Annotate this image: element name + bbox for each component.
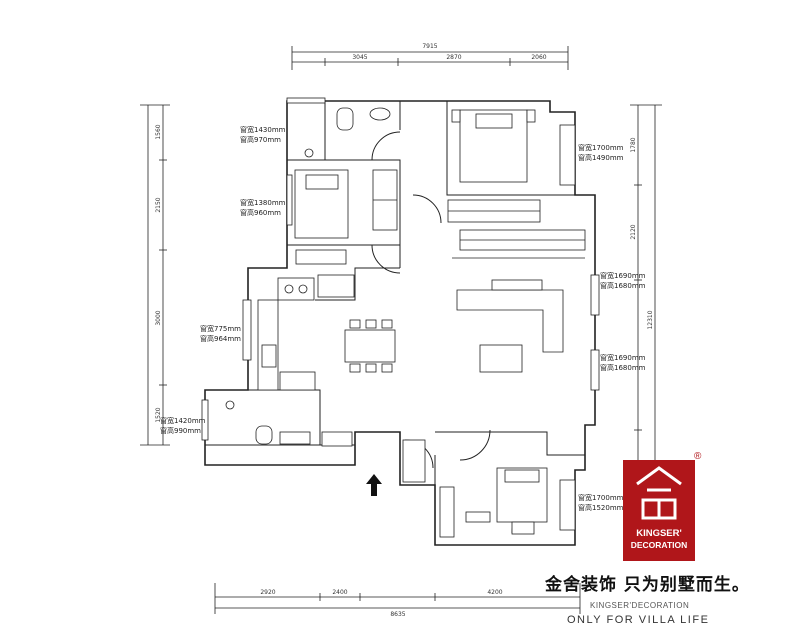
window-label-2: 窗宽1380mm 窗高960mm [240, 198, 286, 217]
toilet-top [336, 107, 354, 131]
dim-bottom-3: 4200 [487, 589, 502, 596]
svg-text:窗高1520mm: 窗高1520mm [578, 503, 624, 512]
registered-mark: ® [694, 451, 702, 462]
svg-text:窗高1490mm: 窗高1490mm [578, 153, 624, 162]
brand-logo: KINGSER' DECORATION [623, 460, 695, 561]
svg-text:窗宽1700mm: 窗宽1700mm [578, 143, 624, 152]
svg-text:窗宽1430mm: 窗宽1430mm [240, 125, 286, 134]
window-label-4: 窗宽1420mm 窗高990mm [160, 416, 206, 435]
fridge [317, 274, 355, 298]
logo-line1: KINGSER' [636, 528, 682, 539]
svg-text:窗高960mm: 窗高960mm [240, 208, 281, 217]
slogan-en-1: KINGSER'DECORATION [590, 601, 690, 610]
shower-bottom [225, 400, 235, 410]
sink-bottom [279, 431, 311, 445]
dim-top-2: 2870 [446, 54, 461, 61]
svg-text:窗高1680mm: 窗高1680mm [600, 281, 646, 290]
window-label-7: 窗宽1690mm 窗高1680mm [600, 353, 646, 372]
window-label-6: 窗宽1690mm 窗高1680mm [600, 271, 646, 290]
sink-top [369, 107, 391, 121]
svg-text:窗宽1380mm: 窗宽1380mm [240, 198, 286, 207]
svg-text:窗宽1420mm: 窗宽1420mm [160, 416, 206, 425]
coffee-table [479, 344, 523, 373]
dim-top-total: 7915 [422, 43, 437, 50]
slogan-en-2: ONLY FOR VILLA LIFE [567, 614, 710, 626]
dim-left-2: 2150 [155, 197, 162, 212]
window-label-8: 窗宽1700mm 窗高1520mm [578, 493, 624, 512]
toilet-bottom [255, 425, 273, 445]
svg-text:窗高990mm: 窗高990mm [160, 426, 201, 435]
svg-text:窗高1680mm: 窗高1680mm [600, 363, 646, 372]
svg-text:窗高970mm: 窗高970mm [240, 135, 281, 144]
logo-line2: DECORATION [630, 540, 688, 550]
logo-house-icon [636, 466, 682, 520]
dim-top-1: 3045 [352, 54, 367, 61]
svg-text:窗宽1700mm: 窗宽1700mm [578, 493, 624, 502]
dim-left-1: 1560 [155, 124, 162, 139]
dining-table [344, 329, 396, 363]
dim-bottom-1: 2920 [260, 589, 275, 596]
window-label-3: 窗宽775mm 窗高964mm [200, 324, 241, 343]
dim-right-total: 12310 [647, 310, 654, 329]
dim-right-1: 1780 [630, 137, 637, 152]
window-label-5: 窗宽1700mm 窗高1490mm [578, 143, 624, 162]
svg-text:窗宽1690mm: 窗宽1690mm [600, 271, 646, 280]
sofa [456, 289, 564, 353]
slogan-cn: 金舍装饰 只为别墅而生。 [545, 575, 750, 595]
svg-text:窗高964mm: 窗高964mm [200, 334, 241, 343]
dim-bottom-2: 2400 [332, 589, 347, 596]
wardrobe-bottom [402, 439, 426, 483]
dim-right-2: 2120 [630, 224, 637, 239]
dim-left-3: 3000 [155, 310, 162, 325]
dim-bottom-total: 8635 [390, 611, 405, 618]
svg-text:窗宽1690mm: 窗宽1690mm [600, 353, 646, 362]
svg-text:窗宽775mm: 窗宽775mm [200, 324, 241, 333]
entrance-arrow-icon [366, 474, 382, 496]
window-label-1: 窗宽1430mm 窗高970mm [240, 125, 286, 144]
dim-top-3: 2060 [531, 54, 546, 61]
shower-top [304, 148, 314, 158]
dim-left-4: 1520 [155, 407, 162, 422]
